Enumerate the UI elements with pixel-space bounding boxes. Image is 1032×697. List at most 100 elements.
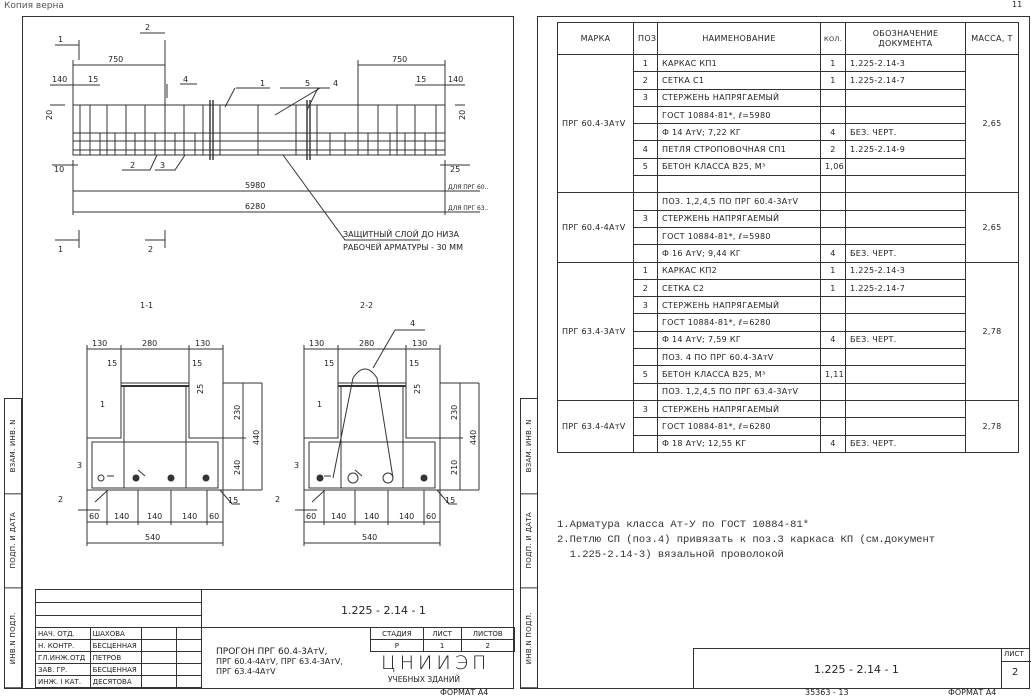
drawing-code: 1.225 - 2.14 - 1 [814,663,899,676]
pos-cell: 1 [633,53,658,73]
pos-cell: 2 [633,71,658,90]
dim-label: 130 [92,339,107,348]
qty-cell: 1 [820,261,846,280]
doc-cell: БЕЗ. ЧЕРТ. [845,123,966,142]
mass-cell: 2,78 [965,399,1019,453]
cut-marker: 1 [58,35,63,44]
pos-label: 4 [333,79,338,88]
qty-cell: 1,06 [820,157,846,177]
doc-cell [845,88,966,107]
dim-label: 15 [445,496,455,505]
table-row: ГОСТ 10884-81*, ℓ=6280 [558,313,1019,332]
name-cell: ГОСТ 10884-81*, ℓ=6280 [657,417,821,436]
qty-cell [820,296,846,315]
inventory-number: 35363 - 13 [805,688,849,697]
name-cell: КАРКАС КП1 [657,53,821,73]
strip-cell: ИНВ.N ПОДЛ. [5,588,21,688]
doc-cell [845,382,966,401]
dim-label: 130 [309,339,324,348]
dim-label: 15 [107,359,117,368]
cover-note: ЗАЩИТНЫЙ СЛОЙ ДО НИЗА [343,228,459,239]
dim-label: 6280 [245,202,265,211]
pos-cell [633,123,658,142]
stage: Р [370,639,424,652]
qty-cell: 1,11 [820,365,846,384]
doc-cell: БЕЗ. ЧЕРТ. [845,244,966,263]
left-title-block: 1.225 - 2.14 - 1 НАЧ. ОТД.ШАХОВА Н. КОНТ… [35,589,515,689]
qty-cell: 4 [820,244,846,263]
role: ИНЖ. I КАТ. [35,675,91,688]
dim-label: 5980 [245,181,265,190]
doc-cell: БЕЗ. ЧЕРТ. [845,434,966,453]
section-title: 2-2 [360,301,373,310]
doc-cell [845,175,966,194]
doc-cell [845,313,966,332]
note: 2.Петлю СП (поз.4) привязать к поз.3 кар… [557,534,936,546]
pos-cell [633,348,658,367]
mark-cell: ПРГ 63.4-3АтV [557,261,634,401]
header-name: НАИМЕНОВАНИЕ [657,22,821,55]
header-doc: ОБОЗНАЧЕНИЕ ДОКУМЕНТА [845,22,966,55]
qty-cell [820,192,846,211]
for-prg63: ДЛЯ ПРГ 63.. [448,205,489,212]
dim-label: 280 [142,339,157,348]
name-cell: БЕТОН КЛАССА В25, М³ [657,365,821,384]
dim-label: 130 [195,339,210,348]
qty-cell [820,226,846,246]
qty-cell [820,348,846,367]
name-cell: Ф 14 АтV; 7,22 КГ [657,123,821,142]
dim-label: 750 [108,55,123,64]
doc-cell: 1.225-2.14-9 [845,140,966,159]
doc-cell: 1.225-2.14-3 [845,53,966,73]
signer: ШАХОВА [89,627,143,640]
pos-cell: 5 [633,365,658,384]
dim-label: 15 [192,359,202,368]
note: 1.225-2.14-3) вязальной проволокой [557,549,784,561]
dim-label: 140 [114,512,129,521]
dim-label: 10 [54,165,64,174]
pos-cell [633,244,658,263]
cut-marker: 1 [58,245,63,254]
mark-cell: ПРГ 63.4-4АтV [557,399,634,453]
signer: БЕСЦЕННАЯ [89,639,143,652]
qty-cell: 2 [820,140,846,159]
name-cell: ГОСТ 10884-81*, ℓ=5980 [657,226,821,246]
pos-cell: 2 [633,278,658,298]
pos-label: 2 [130,161,135,170]
header-mass: МАССА, Т [965,22,1019,55]
page-number: 11 [1012,0,1023,9]
doc-cell [845,417,966,436]
role: ГЛ.ИНЖ.ОТД [35,651,91,664]
header-qty: КОЛ. [820,22,846,55]
pos-cell: 1 [633,261,658,280]
drawing-code: 1.225 - 2.14 - 1 [341,604,426,617]
dim-label: 25 [450,165,460,174]
pos-label: 2 [58,495,63,504]
doc-cell [845,209,966,228]
cut-marker: 2 [145,23,150,32]
cover-note: РАБОЧЕЙ АРМАТУРЫ - 30 ММ [343,241,463,252]
name-cell: Ф 16 АтV; 9,44 КГ [657,244,821,263]
name-cell: ПОЗ. 4 ПО ПРГ 60.4-3АтV [657,348,821,367]
dim-label: 540 [145,533,160,542]
dim-label: 60 [209,512,219,521]
sheets-count: 2 [460,639,515,652]
dim-label: 60 [306,512,316,521]
dim-label: 140 [182,512,197,521]
mass-cell: 2,65 [965,53,1019,194]
name-cell: СТЕРЖЕНЬ НАПРЯГАЕМЫЙ [657,209,821,228]
dim-label: 140 [364,512,379,521]
name-cell: СЕТКА С2 [657,278,821,298]
sheet-number: 1 [422,639,462,652]
pos-cell: 3 [633,209,658,228]
dim-label: 440 [469,430,478,445]
specification-table: МАРКА ПОЗ. НАИМЕНОВАНИЕ КОЛ. ОБОЗНАЧЕНИЕ… [557,22,1019,453]
doc-cell [845,348,966,367]
product-title: ПРГ 63.4-4АтV [216,667,276,676]
